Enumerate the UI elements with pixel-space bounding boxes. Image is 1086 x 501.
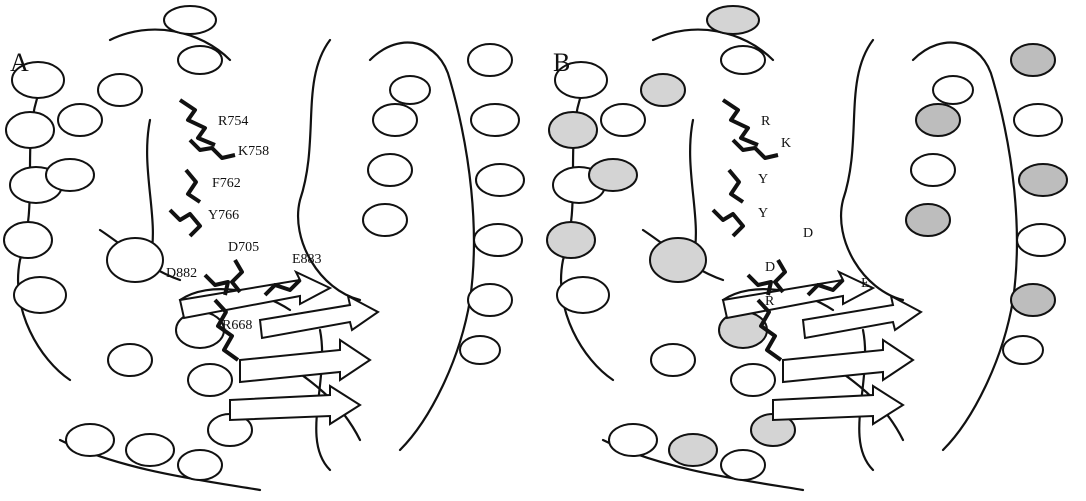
residue-label: D (803, 226, 813, 242)
residue-label: E883 (292, 252, 322, 268)
residue-label: D882 (166, 266, 197, 282)
residue-label: Y (758, 206, 768, 222)
residue-label: R668 (222, 318, 252, 334)
ribbon-diagram-b (543, 0, 1086, 501)
residue-label: K (781, 136, 791, 152)
residue-label: R754 (218, 114, 248, 130)
residue-label: E (861, 276, 870, 292)
residue-label: R (765, 294, 774, 310)
panel-b: B R K Y Y D D E R (543, 0, 1086, 501)
residue-label: Y766 (208, 208, 239, 224)
panel-a: A R754 K758 F762 Y766 D705 D882 E883 R66… (0, 0, 543, 501)
residue-label: K758 (238, 144, 269, 160)
residue-label: R (761, 114, 770, 130)
panel-letter: A (10, 48, 29, 78)
residue-label: Y (758, 172, 768, 188)
residue-label: D (765, 260, 775, 276)
residue-label: F762 (212, 176, 241, 192)
panel-letter: B (553, 48, 570, 78)
ribbon-diagram-a (0, 0, 543, 501)
residue-label: D705 (228, 240, 259, 256)
